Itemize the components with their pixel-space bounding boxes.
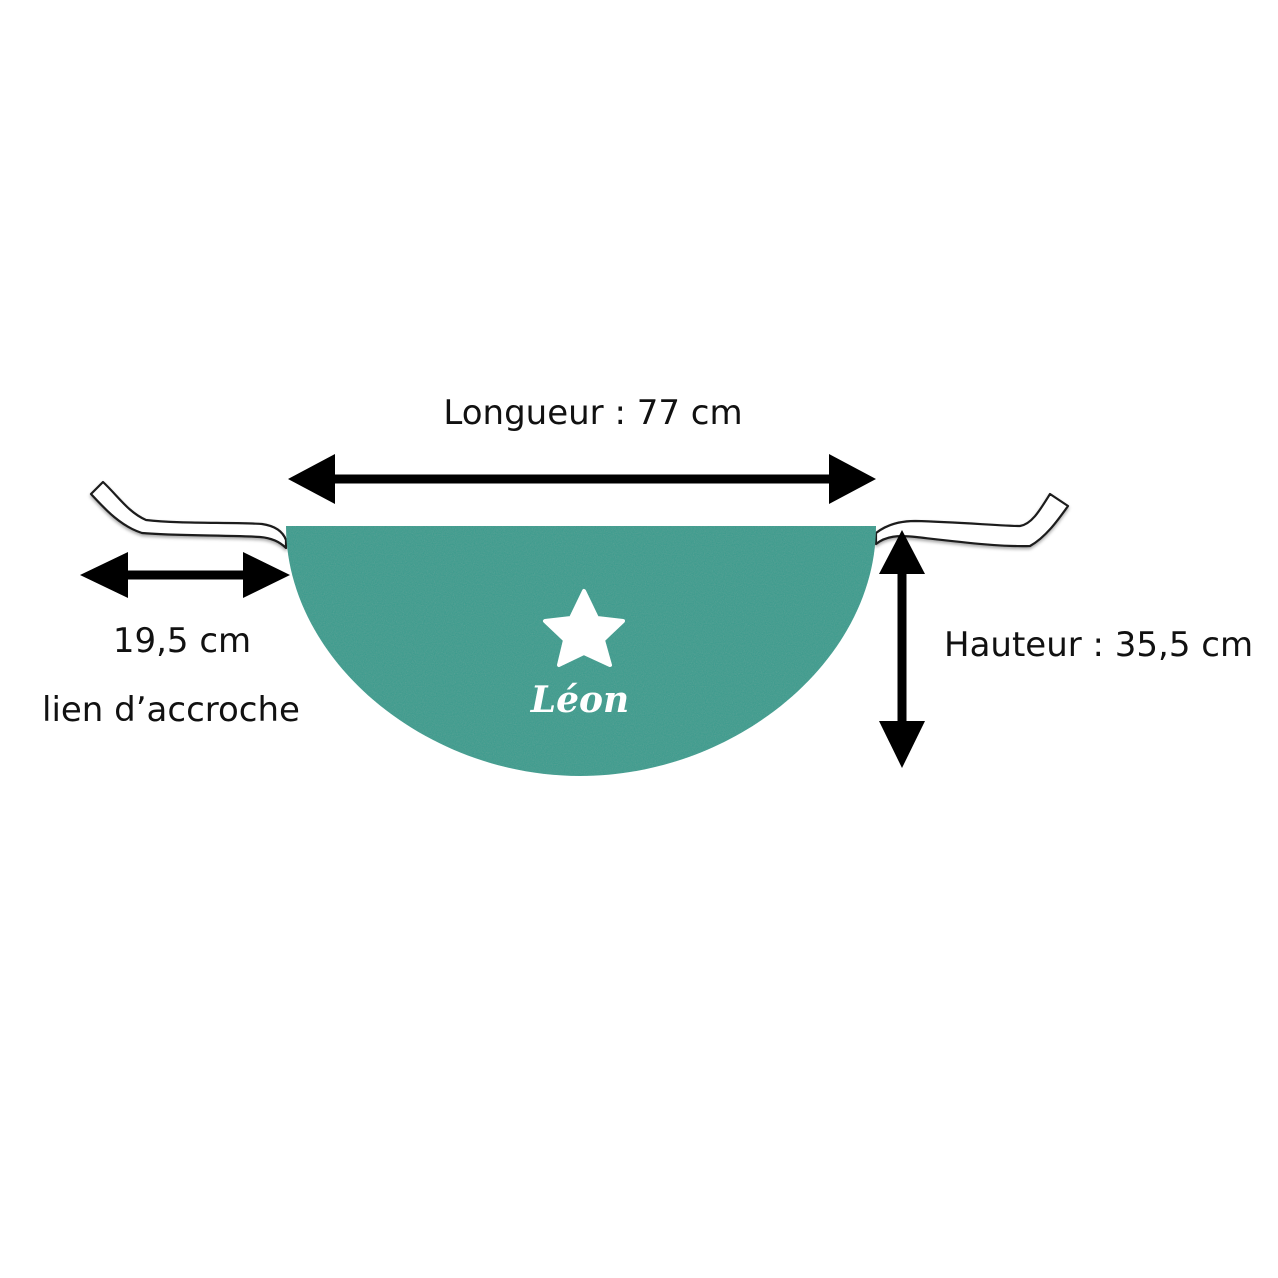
arrowhead-left-icon <box>288 454 335 504</box>
arrowhead-down-icon <box>879 721 925 768</box>
arrowhead-right-icon <box>243 552 290 598</box>
arrowhead-up-icon <box>879 530 925 574</box>
personalized-name: Léon <box>530 679 630 721</box>
tie-length-arrow <box>80 552 290 598</box>
length-label: Longueur : 77 cm <box>443 393 743 433</box>
height-label: Hauteur : 35,5 cm <box>944 625 1254 665</box>
arrowhead-left-icon <box>80 552 128 598</box>
height-arrow <box>879 530 925 768</box>
star-icon <box>543 589 625 667</box>
tie-caption-label: lien d’accroche <box>42 690 300 730</box>
right-tie <box>874 492 1070 548</box>
left-tie <box>89 480 288 550</box>
arrowhead-right-icon <box>829 454 876 504</box>
tie-length-label: 19,5 cm <box>112 621 252 661</box>
length-arrow <box>288 454 876 504</box>
